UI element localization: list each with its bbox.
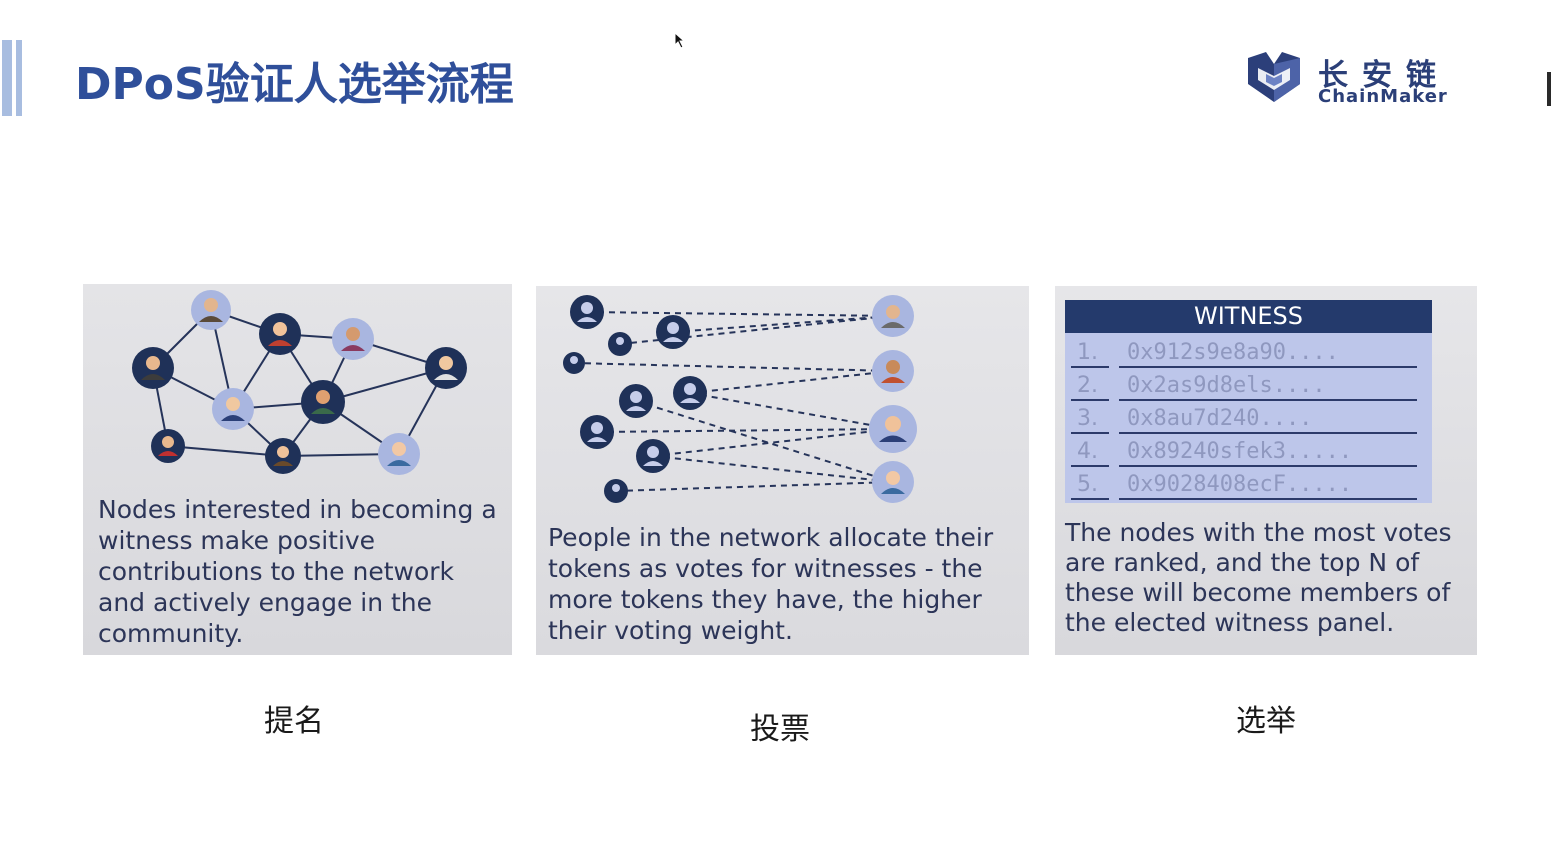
witness-address: 0x912s9e8a90.... — [1127, 340, 1339, 365]
edge-mark — [1547, 72, 1551, 106]
witness-address: 0x9028408ecF..... — [1127, 472, 1353, 497]
panel-election: WITNESS 1. 0x912s9e8a90.... 2. 0x2as9d8e… — [1055, 286, 1477, 655]
title-accent-bars — [0, 40, 30, 116]
witness-table: WITNESS 1. 0x912s9e8a90.... 2. 0x2as9d8e… — [1065, 300, 1432, 503]
network-nodes-illustration-icon — [132, 290, 467, 475]
witness-row: 3. 0x8au7d240.... — [1071, 402, 1419, 435]
slide-title: DPoS验证人选举流程 — [75, 59, 514, 110]
witness-rank: 2. — [1077, 373, 1098, 398]
witness-rank: 1. — [1077, 340, 1098, 365]
witness-row: 4. 0x89240sfek3..... — [1071, 435, 1419, 468]
nomination-description: Nodes interested in becoming a witness m… — [98, 495, 497, 648]
witness-row: 1. 0x912s9e8a90.... — [1071, 336, 1419, 369]
accent-bar-narrow — [16, 40, 22, 116]
caption-election: 选举 — [1236, 704, 1296, 739]
witness-address: 0x8au7d240.... — [1127, 406, 1313, 431]
witness-rank: 5. — [1077, 472, 1098, 497]
witness-rank: 3. — [1077, 406, 1098, 431]
voting-lines-illustration-icon — [563, 295, 917, 503]
mouse-cursor-icon — [674, 32, 686, 49]
chainmaker-logo: 长安链 ChainMaker — [1244, 50, 1494, 110]
witness-header: WITNESS — [1065, 300, 1432, 333]
election-description: The nodes with the most votes are ranked… — [1065, 518, 1452, 637]
accent-bar-wide — [2, 40, 12, 116]
voting-description: People in the network allocate their tok… — [548, 523, 994, 645]
witness-rank: 4. — [1077, 439, 1098, 464]
panel-voting: People in the network allocate their tok… — [536, 286, 1029, 655]
caption-nomination: 提名 — [264, 704, 324, 739]
caption-voting: 投票 — [750, 712, 810, 747]
panel-nomination: Nodes interested in becoming a witness m… — [83, 284, 512, 655]
logo-chinese-name: 长安链 — [1318, 58, 1450, 93]
witness-row: 2. 0x2as9d8els.... — [1071, 369, 1419, 402]
logo-english-name: ChainMaker — [1318, 86, 1448, 107]
witness-address: 0x2as9d8els.... — [1127, 373, 1326, 398]
witness-address: 0x89240sfek3..... — [1127, 439, 1353, 464]
witness-row: 5. 0x9028408ecF..... — [1071, 468, 1419, 501]
chainmaker-cube-logo-icon — [1248, 52, 1300, 102]
